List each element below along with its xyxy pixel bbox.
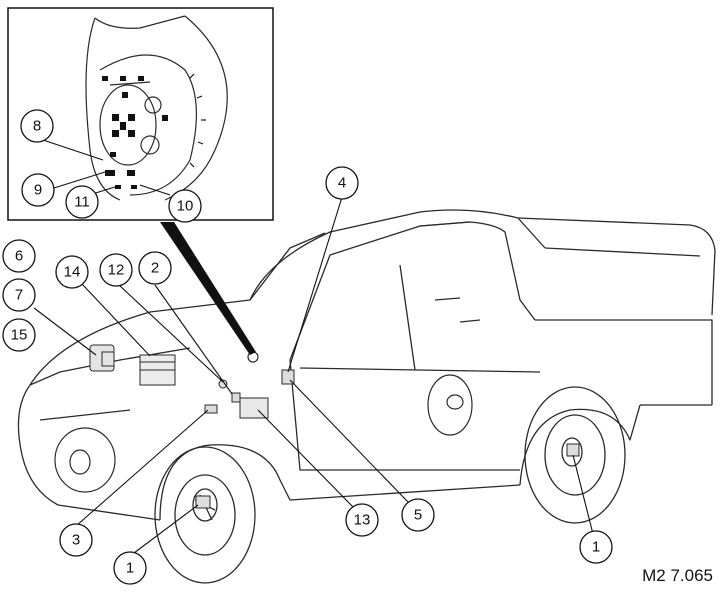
- component-wheel-sensor-rear: [566, 443, 580, 457]
- callout-4: 4: [325, 166, 359, 200]
- svg-text:11: 11: [74, 194, 90, 211]
- callout-7: 7: [2, 278, 36, 312]
- callout-11: 11: [65, 185, 99, 219]
- svg-text:9: 9: [34, 182, 42, 199]
- leader-lines: [33, 137, 594, 557]
- svg-text:15: 15: [11, 327, 28, 344]
- svg-text:13: 13: [354, 512, 371, 529]
- spare-wheel-front: [54, 427, 116, 493]
- cluster-glyphs: [102, 76, 168, 189]
- component-3-sensor: [204, 404, 218, 414]
- spare-wheel-cabin: [427, 374, 473, 436]
- callout-6: 6: [2, 239, 36, 273]
- component-12-switch: [218, 379, 228, 389]
- callout-9: 9: [21, 173, 55, 207]
- svg-text:5: 5: [414, 507, 422, 524]
- vehicle-outline: [17, 209, 716, 521]
- callout-14: 14: [55, 255, 89, 289]
- figure-code: M2 7.065: [642, 566, 713, 585]
- svg-text:12: 12: [108, 262, 125, 279]
- callout-10: 10: [168, 189, 202, 223]
- callout-1-front: 1: [113, 551, 147, 585]
- component-14-module: [139, 354, 176, 386]
- component-7-unit: [89, 344, 115, 372]
- gauge-ticks: [189, 73, 206, 168]
- callout-5: 5: [401, 498, 435, 532]
- callout-15: 15: [2, 318, 36, 352]
- component-13-ecu: [239, 397, 269, 419]
- svg-text:2: 2: [151, 260, 159, 277]
- svg-text:1: 1: [592, 539, 600, 556]
- svg-text:1: 1: [126, 560, 134, 577]
- rear-wheel: [524, 386, 626, 524]
- svg-text:4: 4: [338, 175, 346, 192]
- svg-text:7: 7: [15, 287, 23, 304]
- svg-text:8: 8: [33, 118, 41, 135]
- component-wheel-sensor-front: [195, 495, 211, 509]
- callout-3: 3: [59, 523, 93, 557]
- callout-1-rear: 1: [579, 530, 613, 564]
- callout-12: 12: [99, 253, 133, 287]
- svg-text:14: 14: [64, 264, 81, 281]
- front-wheel: [154, 446, 256, 584]
- svg-text:10: 10: [177, 198, 194, 215]
- svg-text:3: 3: [72, 532, 80, 549]
- component-2-switch: [231, 392, 241, 403]
- svg-text:6: 6: [15, 248, 23, 265]
- inset-pointer: [160, 222, 256, 355]
- callout-2: 2: [138, 251, 172, 285]
- callout-13: 13: [345, 503, 379, 537]
- callout-8: 8: [20, 109, 54, 143]
